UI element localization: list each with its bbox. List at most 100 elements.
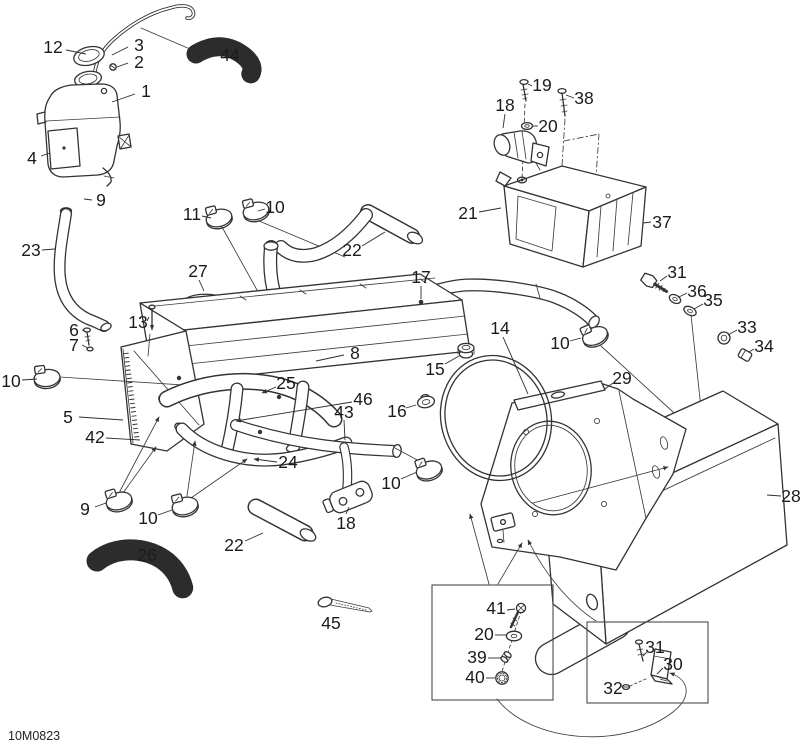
callout-leader-29	[604, 382, 614, 390]
hose-clamp-10b	[33, 364, 61, 390]
callout-21: 21	[458, 203, 477, 223]
callout-10: 10	[1, 371, 21, 391]
callout-45: 45	[321, 613, 340, 633]
hose-25	[158, 373, 343, 428]
document-code: 10M0823	[8, 729, 60, 743]
inlet-socket-18	[493, 130, 550, 171]
callout-5: 5	[63, 407, 73, 427]
callout-leader-36	[678, 292, 688, 298]
callout-leader-27	[198, 279, 205, 292]
callout-9: 9	[96, 190, 106, 210]
vent-hose	[93, 4, 196, 73]
callout-3: 3	[134, 35, 144, 55]
washer-35	[683, 305, 697, 317]
callout-39: 39	[467, 647, 486, 667]
callout-leader-12	[65, 49, 87, 55]
grommet-16	[416, 393, 436, 409]
callout-24: 24	[278, 452, 298, 472]
washer-7	[86, 346, 94, 352]
hanger-bracket-18b	[322, 480, 373, 514]
assembly-axis-dashdot	[558, 118, 600, 214]
inset-box-right	[586, 621, 709, 704]
callout-leader-31	[642, 651, 648, 657]
corrugated-protector-bottom	[86, 539, 194, 600]
callout-leader-35	[693, 303, 704, 310]
callout-14: 14	[490, 318, 510, 338]
callout-41: 41	[486, 598, 505, 618]
callout-leader-28	[766, 494, 782, 497]
pin-13	[147, 304, 156, 357]
callout-leader-21	[478, 207, 502, 213]
hose-clamp-10d	[170, 493, 199, 518]
callout-9: 9	[80, 499, 90, 519]
callout-leader-24	[253, 457, 278, 463]
callout-20: 20	[538, 116, 558, 136]
callout-19: 19	[532, 75, 551, 95]
callout-18: 18	[336, 513, 355, 533]
callout-leader-9	[83, 198, 93, 201]
callout-25: 25	[276, 373, 295, 393]
hose-clamp-11	[204, 205, 233, 230]
callout-leader-33	[727, 329, 738, 336]
callout-4: 4	[27, 148, 37, 168]
nut-33	[717, 331, 731, 345]
callout-leader-9	[94, 502, 107, 508]
callout-11: 11	[183, 204, 201, 224]
coolant-tank	[36, 45, 132, 187]
callout-44: 44	[220, 45, 240, 65]
callout-leader-37	[642, 221, 652, 224]
clamp-10c-leader	[600, 345, 686, 424]
screw-6	[82, 327, 92, 346]
callout-12: 12	[43, 37, 62, 57]
filler-neck	[73, 70, 103, 88]
callout-8: 8	[350, 343, 360, 363]
fan-ring-14	[439, 354, 553, 482]
hose-clamp-10a	[241, 198, 270, 223]
callout-leader-18	[345, 506, 350, 515]
bushing-15	[457, 342, 475, 359]
washer-36	[668, 293, 682, 305]
callout-leader-25	[261, 386, 277, 394]
leader-dot	[418, 299, 424, 305]
callout-leader-10	[569, 337, 582, 342]
callout-2: 2	[134, 52, 144, 72]
callout-35: 35	[703, 290, 722, 310]
callout-leader-22	[361, 231, 386, 247]
callout-leader-5	[78, 416, 124, 421]
callout-30: 30	[663, 654, 683, 674]
callout-46: 46	[353, 389, 372, 409]
callout-29: 29	[612, 368, 631, 388]
callout-26: 26	[137, 545, 156, 565]
callout-40: 40	[465, 667, 485, 687]
callout-leader-38	[565, 94, 575, 99]
cable-tie	[317, 596, 373, 613]
callout-20: 20	[474, 624, 494, 644]
screw-19	[519, 78, 529, 102]
callout-leader-8	[315, 354, 345, 362]
callout-34: 34	[754, 336, 774, 356]
callout-17: 17	[411, 267, 430, 287]
callout-leader-10	[157, 509, 173, 516]
washer-20-top	[520, 121, 534, 131]
callout-leader-19	[527, 83, 533, 87]
callout-18: 18	[495, 95, 514, 115]
callout-37: 37	[652, 212, 671, 232]
callout-leader-10	[257, 208, 266, 212]
fan-shroud	[480, 380, 687, 571]
callout-leader-1	[111, 93, 136, 103]
callout-leader-18	[502, 113, 506, 129]
corrugated-protector-top	[186, 37, 262, 85]
callout-7: 7	[69, 335, 79, 355]
hose-43	[230, 419, 402, 493]
detail-links	[469, 466, 687, 738]
hose-clamp-9b	[104, 488, 133, 513]
callout-leader-15	[444, 355, 460, 365]
callout-10: 10	[550, 333, 570, 353]
screw-38	[557, 87, 568, 117]
callout-15: 15	[425, 359, 444, 379]
callout-leader-31	[659, 275, 668, 282]
callout-22: 22	[224, 535, 243, 555]
